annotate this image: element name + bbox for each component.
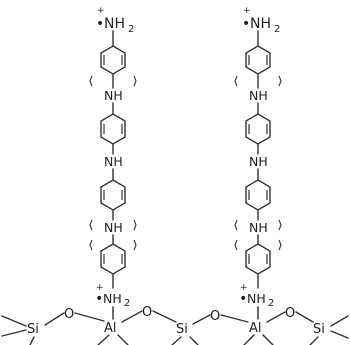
amine-subscript: 2 <box>128 24 134 35</box>
silicon-atom: Si <box>27 322 39 337</box>
aluminosilicate-surface: Si O Al O Si O Al O Si <box>1 305 349 345</box>
bottom-amine-group: + • NH 2 <box>95 283 130 309</box>
silicon-atom: Si <box>176 322 188 337</box>
amine-label: NH <box>250 16 271 32</box>
top-amine-group: + • NH 2 <box>96 6 134 35</box>
nh-linker: NH <box>104 88 123 103</box>
top-amine-group: + • NH 2 <box>242 6 280 35</box>
nh-linker: NH <box>104 154 123 169</box>
amine-label: NH <box>103 291 122 306</box>
bond <box>220 314 249 323</box>
radical-dot: • <box>96 16 104 32</box>
repeat-bracket-left <box>89 239 93 251</box>
bottom-amine-group: + • NH 2 <box>239 283 274 309</box>
bond <box>152 310 177 323</box>
charge-sign: + <box>240 283 248 293</box>
polymer-chain-right: + • NH 2 NH NH NH <box>234 6 282 312</box>
bond <box>189 336 199 345</box>
amine-subscript: 2 <box>124 298 130 309</box>
nh-linker: NH <box>104 220 123 235</box>
radical-dot: • <box>242 16 250 32</box>
bond <box>74 312 105 322</box>
oxygen-atom: O <box>142 305 152 320</box>
repeat-bracket-right <box>278 219 282 231</box>
aluminum-atom: Al <box>249 321 262 336</box>
bond <box>121 310 143 323</box>
bond <box>243 334 255 345</box>
nh-linker: NH <box>249 154 268 169</box>
charge-sign: + <box>97 6 105 16</box>
charge-sign: + <box>96 283 104 293</box>
charge-sign: + <box>243 6 251 16</box>
repeat-bracket-right <box>133 239 137 251</box>
oxygen-atom: O <box>64 307 74 322</box>
amine-subscript: 2 <box>274 24 280 35</box>
repeat-bracket-right <box>133 75 137 87</box>
repeat-bracket-left <box>89 219 93 231</box>
bond <box>330 330 349 339</box>
bond <box>192 314 211 325</box>
repeat-bracket-left <box>234 239 238 251</box>
repeat-bracket-right <box>278 75 282 87</box>
bond <box>1 315 27 327</box>
aluminum-atom: Al <box>104 321 117 336</box>
radical-dot: • <box>95 291 103 307</box>
bond <box>262 334 274 345</box>
polymer-chain-left: + • NH 2 NH NH NH <box>89 6 137 312</box>
bond <box>29 336 35 345</box>
nh-linker: NH <box>249 220 268 235</box>
bond <box>266 311 286 323</box>
bond <box>330 315 349 327</box>
repeat-bracket-right <box>278 239 282 251</box>
amine-label: NH <box>247 291 266 306</box>
nh-linker: NH <box>249 88 268 103</box>
repeat-bracket-right <box>133 219 137 231</box>
repeat-bracket-left <box>89 75 93 87</box>
amine-subscript: 2 <box>268 298 274 309</box>
bond <box>171 336 182 345</box>
amine-label: NH <box>104 16 125 32</box>
bond <box>117 334 129 345</box>
bond <box>44 312 65 326</box>
bond <box>309 336 319 345</box>
silicon-atom: Si <box>313 322 325 337</box>
bond <box>97 334 110 345</box>
repeat-bracket-left <box>234 219 238 231</box>
bond <box>1 329 27 337</box>
oxygen-atom: O <box>285 306 295 321</box>
oxygen-atom: O <box>210 309 220 324</box>
bond <box>295 311 314 323</box>
repeat-bracket-left <box>234 75 238 87</box>
radical-dot: • <box>239 291 247 307</box>
